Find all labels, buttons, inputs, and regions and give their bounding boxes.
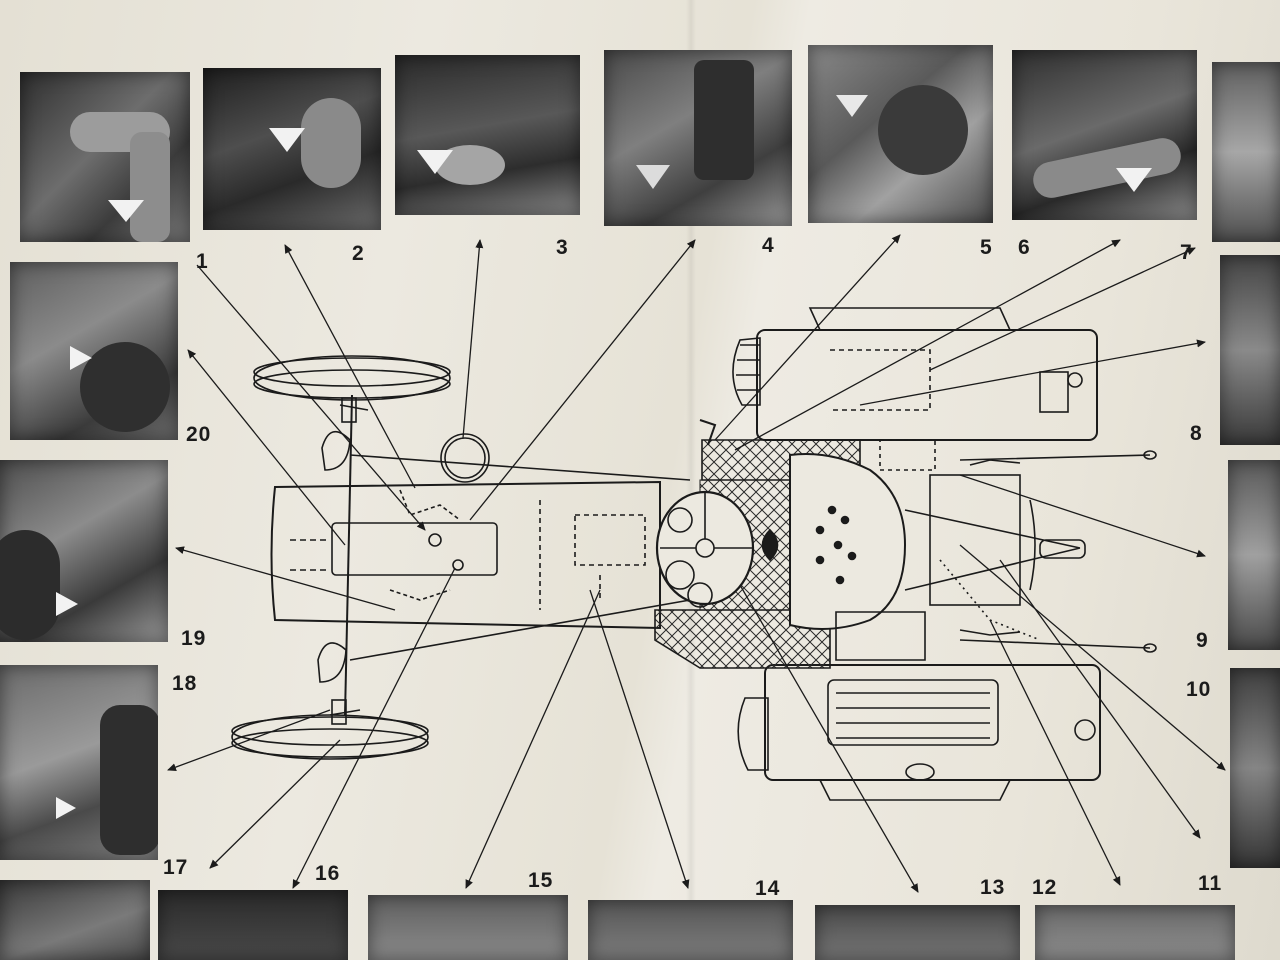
photo-point-3 — [395, 55, 580, 215]
callout-number-5: 5 — [980, 236, 993, 259]
callout-number-14: 14 — [755, 877, 781, 900]
callout-leader-lines — [167, 234, 1226, 893]
callout-number-9: 9 — [1196, 629, 1209, 652]
callout-number-7: 7 — [1180, 241, 1193, 264]
callout-number-12: 12 — [1032, 876, 1058, 899]
rear-fender-right — [737, 664, 1101, 801]
callout-number-13: 13 — [980, 876, 1006, 899]
photo-point-18 — [0, 665, 158, 860]
callout-number-15: 15 — [528, 869, 554, 892]
photo-point-6 — [1012, 50, 1197, 220]
callout-number-3: 3 — [556, 236, 569, 259]
white-arrow-icon — [108, 200, 144, 222]
photo-point-13 — [815, 905, 1020, 960]
white-arrow-icon — [1116, 168, 1152, 192]
rear-fender-left — [732, 307, 1098, 441]
headlight-left — [321, 430, 351, 471]
photo-point-15 — [368, 895, 568, 960]
photo-point-1 — [20, 72, 190, 242]
photo-point-17 — [0, 880, 150, 960]
callout-number-18: 18 — [172, 672, 198, 695]
photo-point-2 — [203, 68, 381, 230]
photo-point-16 — [158, 890, 348, 960]
photo-point-5 — [808, 45, 993, 223]
photo-point-20 — [10, 262, 178, 440]
photo-point-14 — [588, 900, 793, 960]
front-wheel-left — [253, 355, 451, 401]
paper-fold — [686, 0, 696, 960]
photo-point-7 — [1212, 62, 1280, 242]
photo-point-10 — [1230, 668, 1280, 868]
callout-number-1: 1 — [196, 250, 209, 273]
white-arrow-icon — [70, 346, 92, 370]
white-arrow-icon — [56, 592, 78, 616]
callout-number-2: 2 — [352, 242, 365, 265]
callout-number-16: 16 — [315, 862, 341, 885]
callout-number-20: 20 — [186, 423, 212, 446]
photo-point-4 — [604, 50, 792, 226]
front-wheel-right — [231, 714, 429, 760]
white-arrow-icon — [636, 165, 670, 189]
steering-wheel — [655, 490, 755, 608]
callout-number-11: 11 — [1198, 872, 1223, 895]
photo-point-12 — [1035, 905, 1235, 960]
engine-hood — [270, 480, 661, 630]
driver-seat — [761, 453, 907, 630]
air-cleaner — [440, 433, 490, 483]
callout-number-4: 4 — [762, 234, 775, 257]
callout-number-19: 19 — [181, 627, 207, 650]
white-arrow-icon — [836, 95, 868, 117]
headlight-right — [317, 642, 347, 683]
callout-number-6: 6 — [1018, 236, 1031, 259]
white-arrow-icon — [417, 150, 453, 174]
white-arrow-icon — [56, 797, 76, 819]
rear-linkage — [904, 450, 1157, 653]
photo-point-8 — [1220, 255, 1280, 445]
photo-point-9 — [1228, 460, 1280, 650]
callout-number-8: 8 — [1190, 422, 1203, 445]
callout-number-17: 17 — [163, 856, 189, 879]
white-arrow-icon — [269, 128, 305, 152]
callout-number-10: 10 — [1186, 678, 1212, 701]
photo-point-19 — [0, 460, 168, 642]
